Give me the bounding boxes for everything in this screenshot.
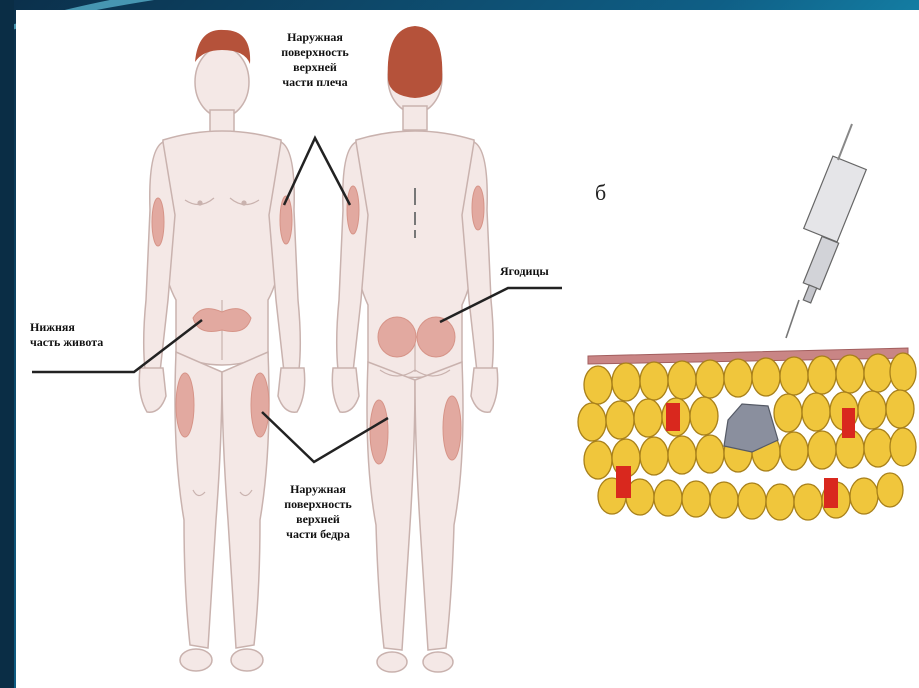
abdomen-label: Нижняя часть живота [30, 320, 140, 350]
back-hair [388, 26, 443, 98]
back-right-buttock-zone [417, 317, 455, 357]
upper-arm-label: Наружная поверхность верхней части плеча [268, 30, 362, 90]
back-left-arm-zone [347, 186, 359, 234]
front-left-arm-zone [152, 198, 164, 246]
back-right-arm-zone [472, 186, 484, 230]
front-left-thigh-zone [176, 373, 194, 437]
skin-cross-section [578, 348, 916, 520]
back-left-buttock-zone [378, 317, 416, 357]
syringe [786, 124, 866, 338]
thigh-label: Наружная поверхность верхней части бедра [268, 482, 368, 542]
figure-letter: б [595, 180, 606, 206]
front-right-thigh-zone [251, 373, 269, 437]
back-left-thigh-zone [370, 400, 388, 464]
buttocks-label: Ягодицы [500, 264, 590, 279]
back-right-thigh-zone [443, 396, 461, 460]
